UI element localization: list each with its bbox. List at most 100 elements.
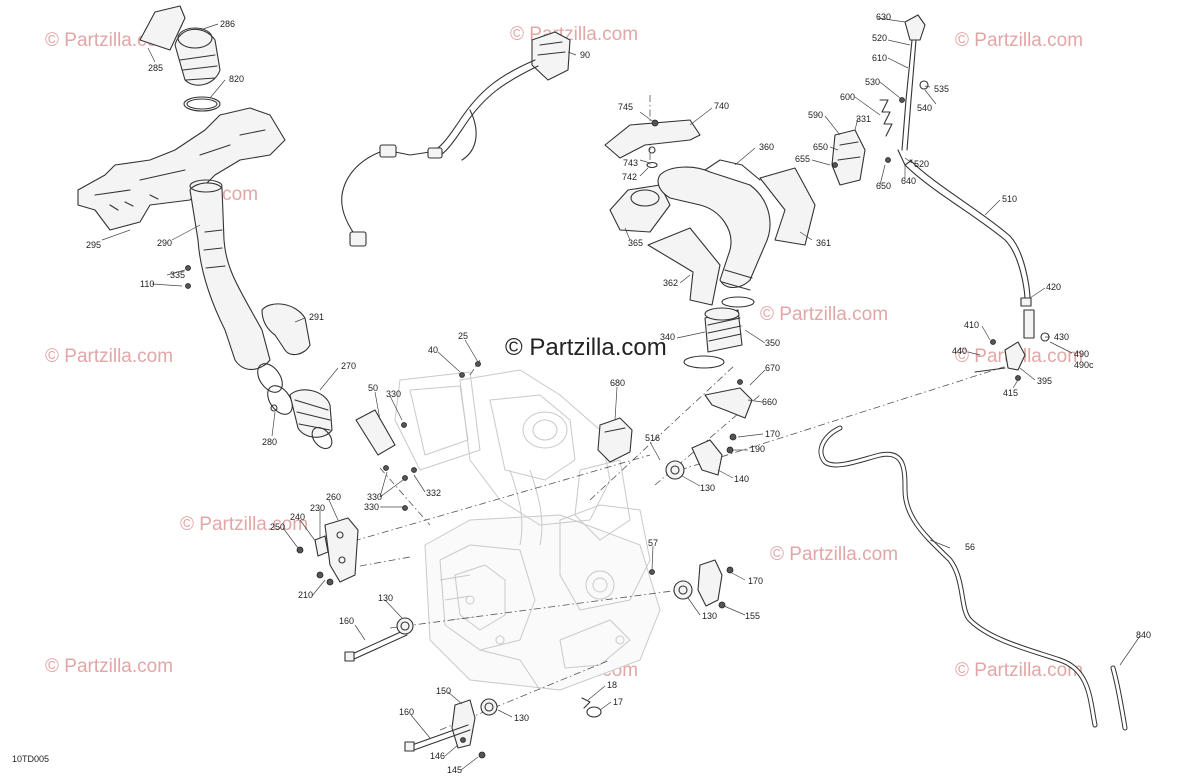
callout-label: 740 — [714, 101, 729, 111]
leader-lines — [101, 17, 1141, 771]
callout-label: 140 — [734, 474, 749, 484]
callout-label: 820 — [229, 74, 244, 84]
callout-label: 360 — [759, 142, 774, 152]
watermark: © Partzilla.com — [955, 660, 1083, 681]
shifter-assembly — [831, 14, 1050, 381]
callout-label: 50 — [368, 383, 378, 393]
callout-label: 340 — [660, 332, 675, 342]
callout-label: 420 — [1046, 282, 1061, 292]
callout-label: 630 — [876, 12, 891, 22]
watermark: © Partzilla.com — [45, 656, 173, 677]
callout-label: 90 — [580, 50, 590, 60]
callout-label: 330 — [386, 389, 401, 399]
watermark: © Partzilla.com — [45, 346, 173, 367]
callout-label: 330 — [367, 492, 382, 502]
wire-harness — [341, 31, 571, 247]
callout-label: 655 — [795, 154, 810, 164]
callout-label: 146 — [430, 751, 445, 761]
callout-label: 362 — [663, 278, 678, 288]
callout-label: 240 — [290, 512, 305, 522]
engine-mount-hardware — [296, 361, 753, 759]
callout-label: 430 — [1054, 332, 1069, 342]
diagram-code: 10TD005 — [12, 754, 49, 764]
callout-label: 170 — [765, 429, 780, 439]
callout-label: 230 — [310, 503, 325, 513]
callout-label: 530 — [865, 77, 880, 87]
callout-label: 840 — [1136, 630, 1151, 640]
callout-label: 295 — [86, 240, 101, 250]
callout-label: 250 — [270, 522, 285, 532]
vent-hoses — [818, 425, 1128, 731]
callout-label: 270 — [341, 361, 356, 371]
callout-label: 210 — [298, 590, 313, 600]
callout-label: 150 — [436, 686, 451, 696]
callout-label: 540 — [917, 103, 932, 113]
callout-label: 286 — [220, 19, 235, 29]
callout-label: 18 — [607, 680, 617, 690]
callout-label: 745 — [618, 102, 633, 112]
callout-label: 160 — [399, 707, 414, 717]
air-intake-duct-assembly — [77, 5, 333, 450]
callout-label: 490c — [1074, 360, 1094, 370]
callout-label: 170 — [748, 576, 763, 586]
callout-label: 440 — [952, 346, 967, 356]
callout-label: 510 — [1002, 194, 1017, 204]
callout-label: 260 — [326, 492, 341, 502]
callout-label: 17 — [613, 697, 623, 707]
callout-label: 743 — [623, 158, 638, 168]
callout-label: 110 — [140, 279, 154, 289]
callout-label: 600 — [840, 92, 855, 102]
watermark: © Partzilla.com — [180, 514, 308, 535]
watermark: © Partzilla.com — [770, 544, 898, 565]
callout-label: 130 — [378, 593, 393, 603]
callout-label: 335 — [170, 270, 185, 280]
callout-label: 670 — [765, 363, 780, 373]
callout-label: 410 — [964, 320, 979, 330]
watermark: © Partzilla.com — [760, 304, 888, 325]
callout-label: 361 — [816, 238, 831, 248]
callout-label: 332 — [426, 488, 441, 498]
callout-label: 40 — [428, 345, 438, 355]
callout-label: 160 — [339, 616, 354, 626]
center-watermark: © Partzilla.com — [505, 334, 667, 361]
callout-label: 640 — [901, 176, 916, 186]
callout-label: 130 — [702, 611, 717, 621]
callout-label: 610 — [872, 53, 887, 63]
callout-label: 291 — [309, 312, 324, 322]
engine-block — [394, 369, 661, 691]
callout-label: 520 — [872, 33, 887, 43]
callout-label: 280 — [262, 437, 277, 447]
callout-label: 535 — [934, 84, 949, 94]
callout-label: 520 — [914, 159, 929, 169]
callout-label: 350 — [765, 338, 780, 348]
watermark: © Partzilla.com — [955, 30, 1083, 51]
watermark: © Partzilla.com — [45, 30, 173, 51]
watermark: © Partzilla.com — [510, 24, 638, 45]
callout-label: 331 — [856, 114, 871, 124]
callout-label: 56 — [965, 542, 975, 552]
callout-label: 650 — [813, 142, 828, 152]
callout-label: 285 — [148, 63, 163, 73]
callout-label: 330 — [364, 502, 379, 512]
callout-label: 660 — [762, 397, 777, 407]
callout-label: 130 — [514, 713, 529, 723]
callout-label: 155 — [745, 611, 760, 621]
callout-label: 590 — [808, 110, 823, 120]
callout-label: 57 — [648, 538, 658, 548]
callout-label: 365 — [628, 238, 643, 248]
callout-label: 650 — [876, 181, 891, 191]
intake-silencer-assembly — [604, 119, 816, 369]
callout-labels: 285 286 820 295 290 335 110 291 270 280 … — [86, 12, 1151, 775]
callout-label: 395 — [1037, 376, 1052, 386]
callout-label: 25 — [458, 331, 468, 341]
callout-label: 415 — [1003, 388, 1018, 398]
callout-label: 190 — [750, 444, 765, 454]
callout-label: 680 — [610, 378, 625, 388]
callout-label: 145 — [447, 765, 462, 775]
callout-label: 742 — [622, 172, 637, 182]
alignment-lines — [339, 95, 1011, 731]
callout-label: 516 — [645, 433, 660, 443]
callout-label: 290 — [157, 238, 172, 248]
callout-label: 130 — [700, 483, 715, 493]
